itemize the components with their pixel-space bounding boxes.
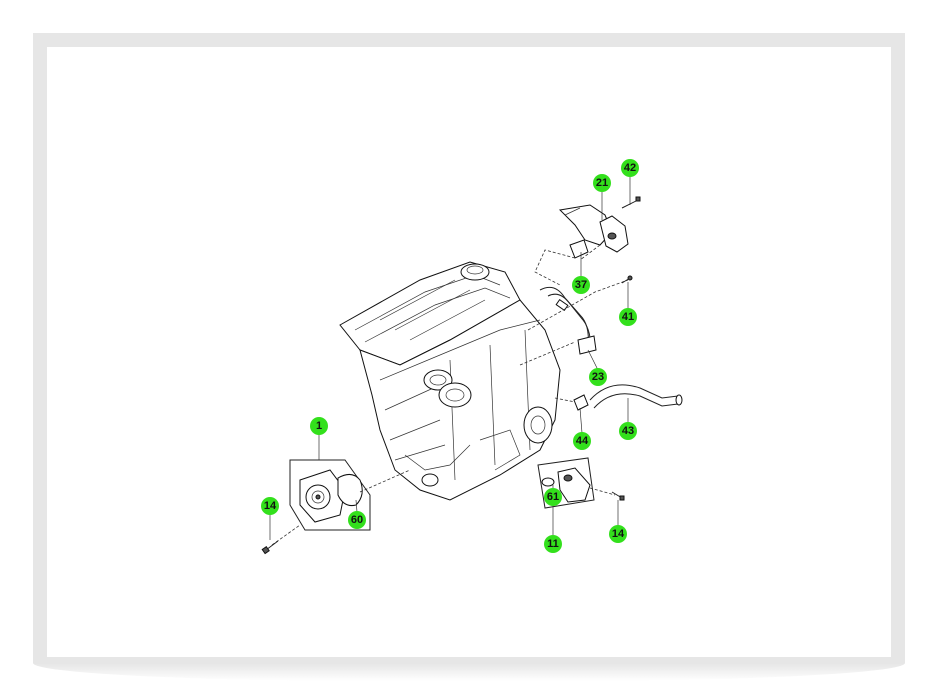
svg-text:23: 23 <box>592 371 604 383</box>
svg-text:60: 60 <box>351 514 363 526</box>
frame-shadow <box>33 663 905 681</box>
svg-text:41: 41 <box>622 311 634 323</box>
engine-block <box>339 261 561 501</box>
svg-text:44: 44 <box>576 435 589 447</box>
callout-43[interactable]: 43 <box>619 422 637 440</box>
svg-text:11: 11 <box>547 538 559 550</box>
callout-11[interactable]: 11 <box>544 535 562 553</box>
svg-text:1: 1 <box>316 420 322 432</box>
callout-60[interactable]: 60 <box>348 511 366 529</box>
svg-text:42: 42 <box>624 162 636 174</box>
callout-61[interactable]: 61 <box>544 488 562 506</box>
callout-1[interactable]: 1 <box>310 417 328 435</box>
svg-text:61: 61 <box>547 491 559 503</box>
water-pump-group <box>261 459 411 555</box>
callout-37[interactable]: 37 <box>572 276 590 294</box>
callout-23[interactable]: 23 <box>589 368 607 386</box>
callout-41[interactable]: 41 <box>619 308 637 326</box>
callout-44[interactable]: 44 <box>573 432 591 450</box>
callout-42[interactable]: 42 <box>621 159 639 177</box>
leader-lines <box>269 177 631 540</box>
thermostat-group <box>537 457 625 509</box>
callout-14-left[interactable]: 14 <box>261 497 279 515</box>
svg-text:43: 43 <box>622 425 634 437</box>
upper-outlet-group <box>534 196 641 286</box>
callout-14-right[interactable]: 14 <box>609 525 627 543</box>
hose-43-group <box>554 384 683 411</box>
svg-text:37: 37 <box>575 279 587 291</box>
svg-text:14: 14 <box>264 500 277 512</box>
callout-21[interactable]: 21 <box>593 174 611 192</box>
svg-text:14: 14 <box>612 528 625 540</box>
pipe-23-group <box>519 275 633 366</box>
svg-text:21: 21 <box>596 177 608 189</box>
